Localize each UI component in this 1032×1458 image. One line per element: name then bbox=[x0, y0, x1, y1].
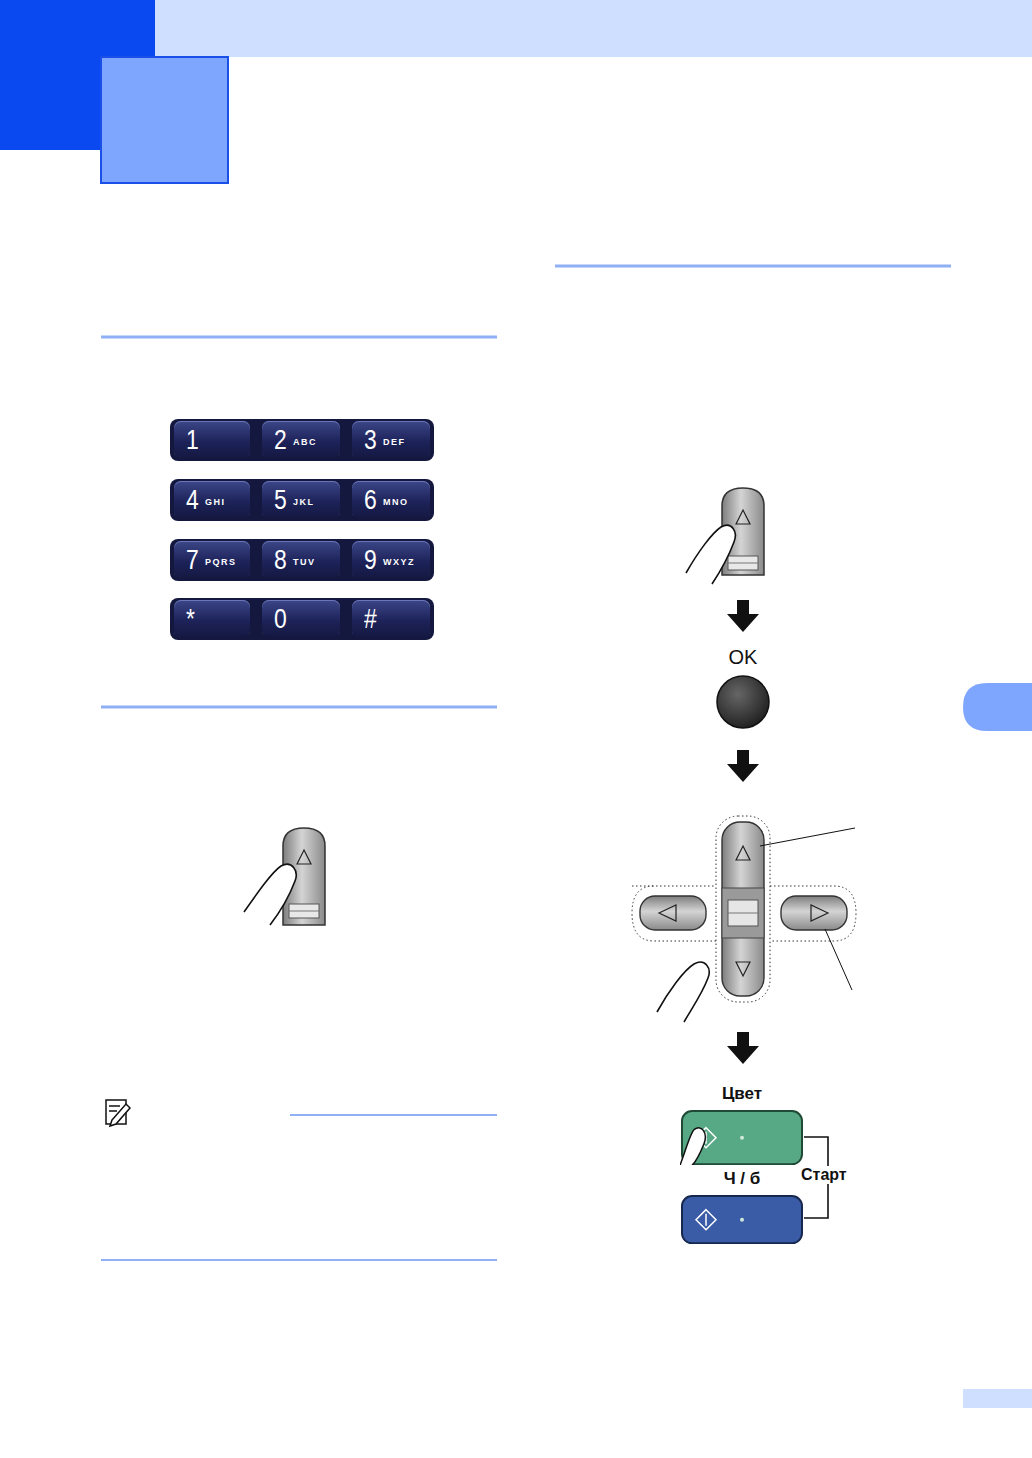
navigation-pad bbox=[632, 816, 856, 1002]
keypad-key: 9 WXYZ bbox=[352, 541, 430, 579]
keypad-key: 8 TUV bbox=[262, 541, 340, 579]
key-letters: JKL bbox=[293, 497, 315, 507]
start-button: Цвет bbox=[680, 1085, 804, 1165]
key-letters: ABC bbox=[293, 437, 317, 447]
button-group-label: Старт bbox=[800, 1166, 848, 1184]
key-digit: * bbox=[186, 606, 195, 633]
key-letters: PQRS bbox=[205, 557, 237, 567]
key-letters: TUV bbox=[293, 557, 316, 567]
keypad-rows bbox=[170, 419, 434, 640]
keypad-key: 5 JKL bbox=[262, 481, 340, 519]
note-rule bbox=[101, 1259, 497, 1261]
section-rule bbox=[101, 706, 497, 709]
start-button-shape bbox=[680, 1110, 804, 1165]
button-caption: Цвет bbox=[722, 1085, 762, 1104]
key-digit: 1 bbox=[186, 427, 199, 454]
key-digit: 2 bbox=[274, 427, 287, 454]
key-digit: 7 bbox=[186, 547, 199, 574]
key-digit: 6 bbox=[364, 487, 377, 514]
finger bbox=[686, 525, 735, 584]
key-letters: DEF bbox=[383, 437, 406, 447]
key-digit: 9 bbox=[364, 547, 377, 574]
key-digit: 5 bbox=[274, 487, 287, 514]
keypad-key: 6 MNO bbox=[352, 481, 430, 519]
note-icon bbox=[106, 1100, 130, 1126]
note-rule bbox=[290, 1114, 497, 1116]
button-caption: OK bbox=[729, 646, 758, 668]
section-rule bbox=[555, 265, 951, 268]
keypad-key: 7 PQRS bbox=[174, 541, 250, 579]
ok-button: OK bbox=[708, 646, 778, 730]
chapter-tab bbox=[963, 683, 1032, 731]
start-button: Ч / б bbox=[680, 1170, 804, 1244]
section-rule bbox=[101, 336, 497, 339]
finger bbox=[244, 864, 296, 925]
key-digit: 0 bbox=[274, 606, 287, 633]
key-letters: WXYZ bbox=[383, 557, 415, 567]
ok-button-shape bbox=[708, 674, 778, 730]
keypad-key: # bbox=[352, 600, 430, 638]
start-button-shape bbox=[680, 1195, 804, 1244]
key-letters: MNO bbox=[383, 497, 409, 507]
key-digit: 8 bbox=[274, 547, 287, 574]
key-digit: 3 bbox=[364, 427, 377, 454]
keypad-key: 4 GHI bbox=[174, 481, 250, 519]
button-caption: Ч / б bbox=[724, 1170, 761, 1189]
chapter-box bbox=[101, 57, 228, 183]
keypad-key: 1 bbox=[174, 421, 250, 459]
keypad-key: * bbox=[174, 600, 250, 638]
key-digit: 4 bbox=[186, 487, 199, 514]
keypad-key: 0 bbox=[262, 600, 340, 638]
key-letters: GHI bbox=[205, 497, 226, 507]
keypad-key: 3 DEF bbox=[352, 421, 430, 459]
keypad-key: 2 ABC bbox=[262, 421, 340, 459]
finger bbox=[657, 962, 709, 1022]
page-number-box bbox=[963, 1389, 1032, 1408]
key-digit: # bbox=[364, 606, 377, 633]
